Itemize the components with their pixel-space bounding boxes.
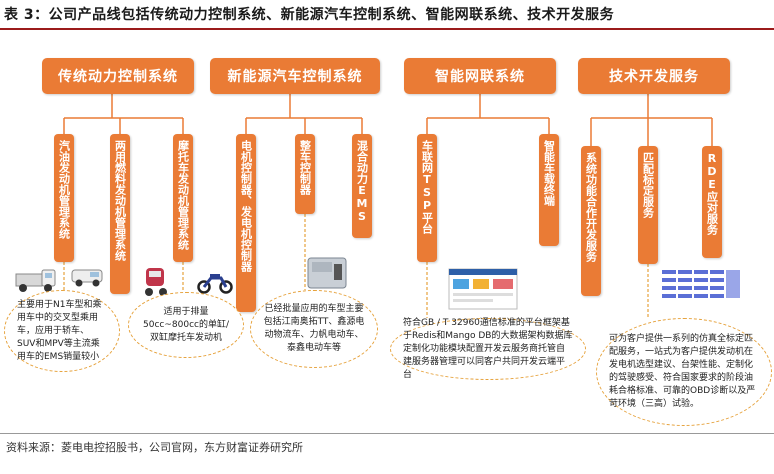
note-tech-service: 可为客户提供一系列的仿真全标定匹配服务，一站式为客户提供发动机在发电机选型建议、…	[596, 318, 772, 426]
table-title: 表 3：公司产品线包括传统动力控制系统、新能源汽车控制系统、智能网联系统、技术开…	[4, 7, 615, 23]
category-tech-service: 技术开发服务	[578, 58, 730, 94]
sub-gasoline-ems: 汽油发动机管理系统	[54, 134, 74, 262]
category-new-energy: 新能源汽车控制系统	[210, 58, 380, 94]
sub-dev-cooperation: 系统功能合作开发服务	[581, 146, 601, 296]
sub-calibration: 匹配标定服务	[638, 146, 658, 264]
motorcycle-image	[197, 274, 233, 294]
sub-onboard-terminal: 智能车载终端	[539, 134, 559, 246]
note-tsp-platform-text: 符合GB / T 32960通信标准的平台框架基于Redis和Mango DB的…	[403, 317, 573, 380]
note-motorcycle-text: 适用于排量50cc~800cc的单缸/双缸摩托车发动机	[143, 306, 229, 343]
source-note: 资料来源：菱电电控招股书，公司官网，东方财富证券研究所	[6, 441, 303, 454]
note-motorcycle: 适用于排量50cc~800cc的单缸/双缸摩托车发动机	[128, 292, 244, 358]
category-traditional-power: 传统动力控制系统	[42, 58, 194, 94]
note-tsp-platform: 符合GB / T 32960通信标准的平台框架基于Redis和Mango DB的…	[390, 318, 586, 380]
category-smart-connect: 智能网联系统	[404, 58, 556, 94]
sub-hybrid-ems: 混合动力EMS	[352, 134, 372, 238]
scooter-image	[145, 268, 167, 296]
truck-image	[15, 269, 56, 292]
sub-motor-controller: 电机控制器、发电机控制器	[236, 134, 256, 312]
sub-motorcycle-ems: 摩托车发动机管理系统	[173, 134, 193, 262]
note-passenger-vehicle-text: 主要用于N1车型和乘用车中的交叉型乘用车，应用于轿车、SUV和MPV等主流乘用车…	[17, 299, 102, 362]
source-rule	[0, 433, 774, 434]
platform-screenshot-image	[448, 268, 518, 310]
sub-rde-service: RDE应对服务	[702, 146, 722, 258]
title-rule	[0, 28, 774, 30]
note-passenger-vehicle: 主要用于N1车型和乘用车中的交叉型乘用车，应用于轿车、SUV和MPV等主流乘用车…	[4, 290, 120, 372]
sub-dual-fuel-ems: 两用燃料发动机管理系统	[110, 134, 130, 294]
note-new-energy-models-text: 已经批量应用的车型主要包括江南奥拓TT、鑫源电动物流车、力帆电动车、泰鑫电动车等	[263, 304, 365, 353]
service-list-image	[660, 268, 742, 308]
van-image	[71, 269, 103, 287]
note-tech-service-text: 可为客户提供一系列的仿真全标定匹配服务，一站式为客户提供发动机在发电机选型建议、…	[609, 334, 756, 409]
note-new-energy-models: 已经批量应用的车型主要包括江南奥拓TT、鑫源电动物流车、力帆电动车、泰鑫电动车等	[250, 290, 378, 368]
sub-vehicle-controller: 整车控制器	[295, 134, 315, 214]
sub-tsp-platform: 车联网TSP平台	[417, 134, 437, 262]
controller-module-image	[307, 257, 347, 289]
